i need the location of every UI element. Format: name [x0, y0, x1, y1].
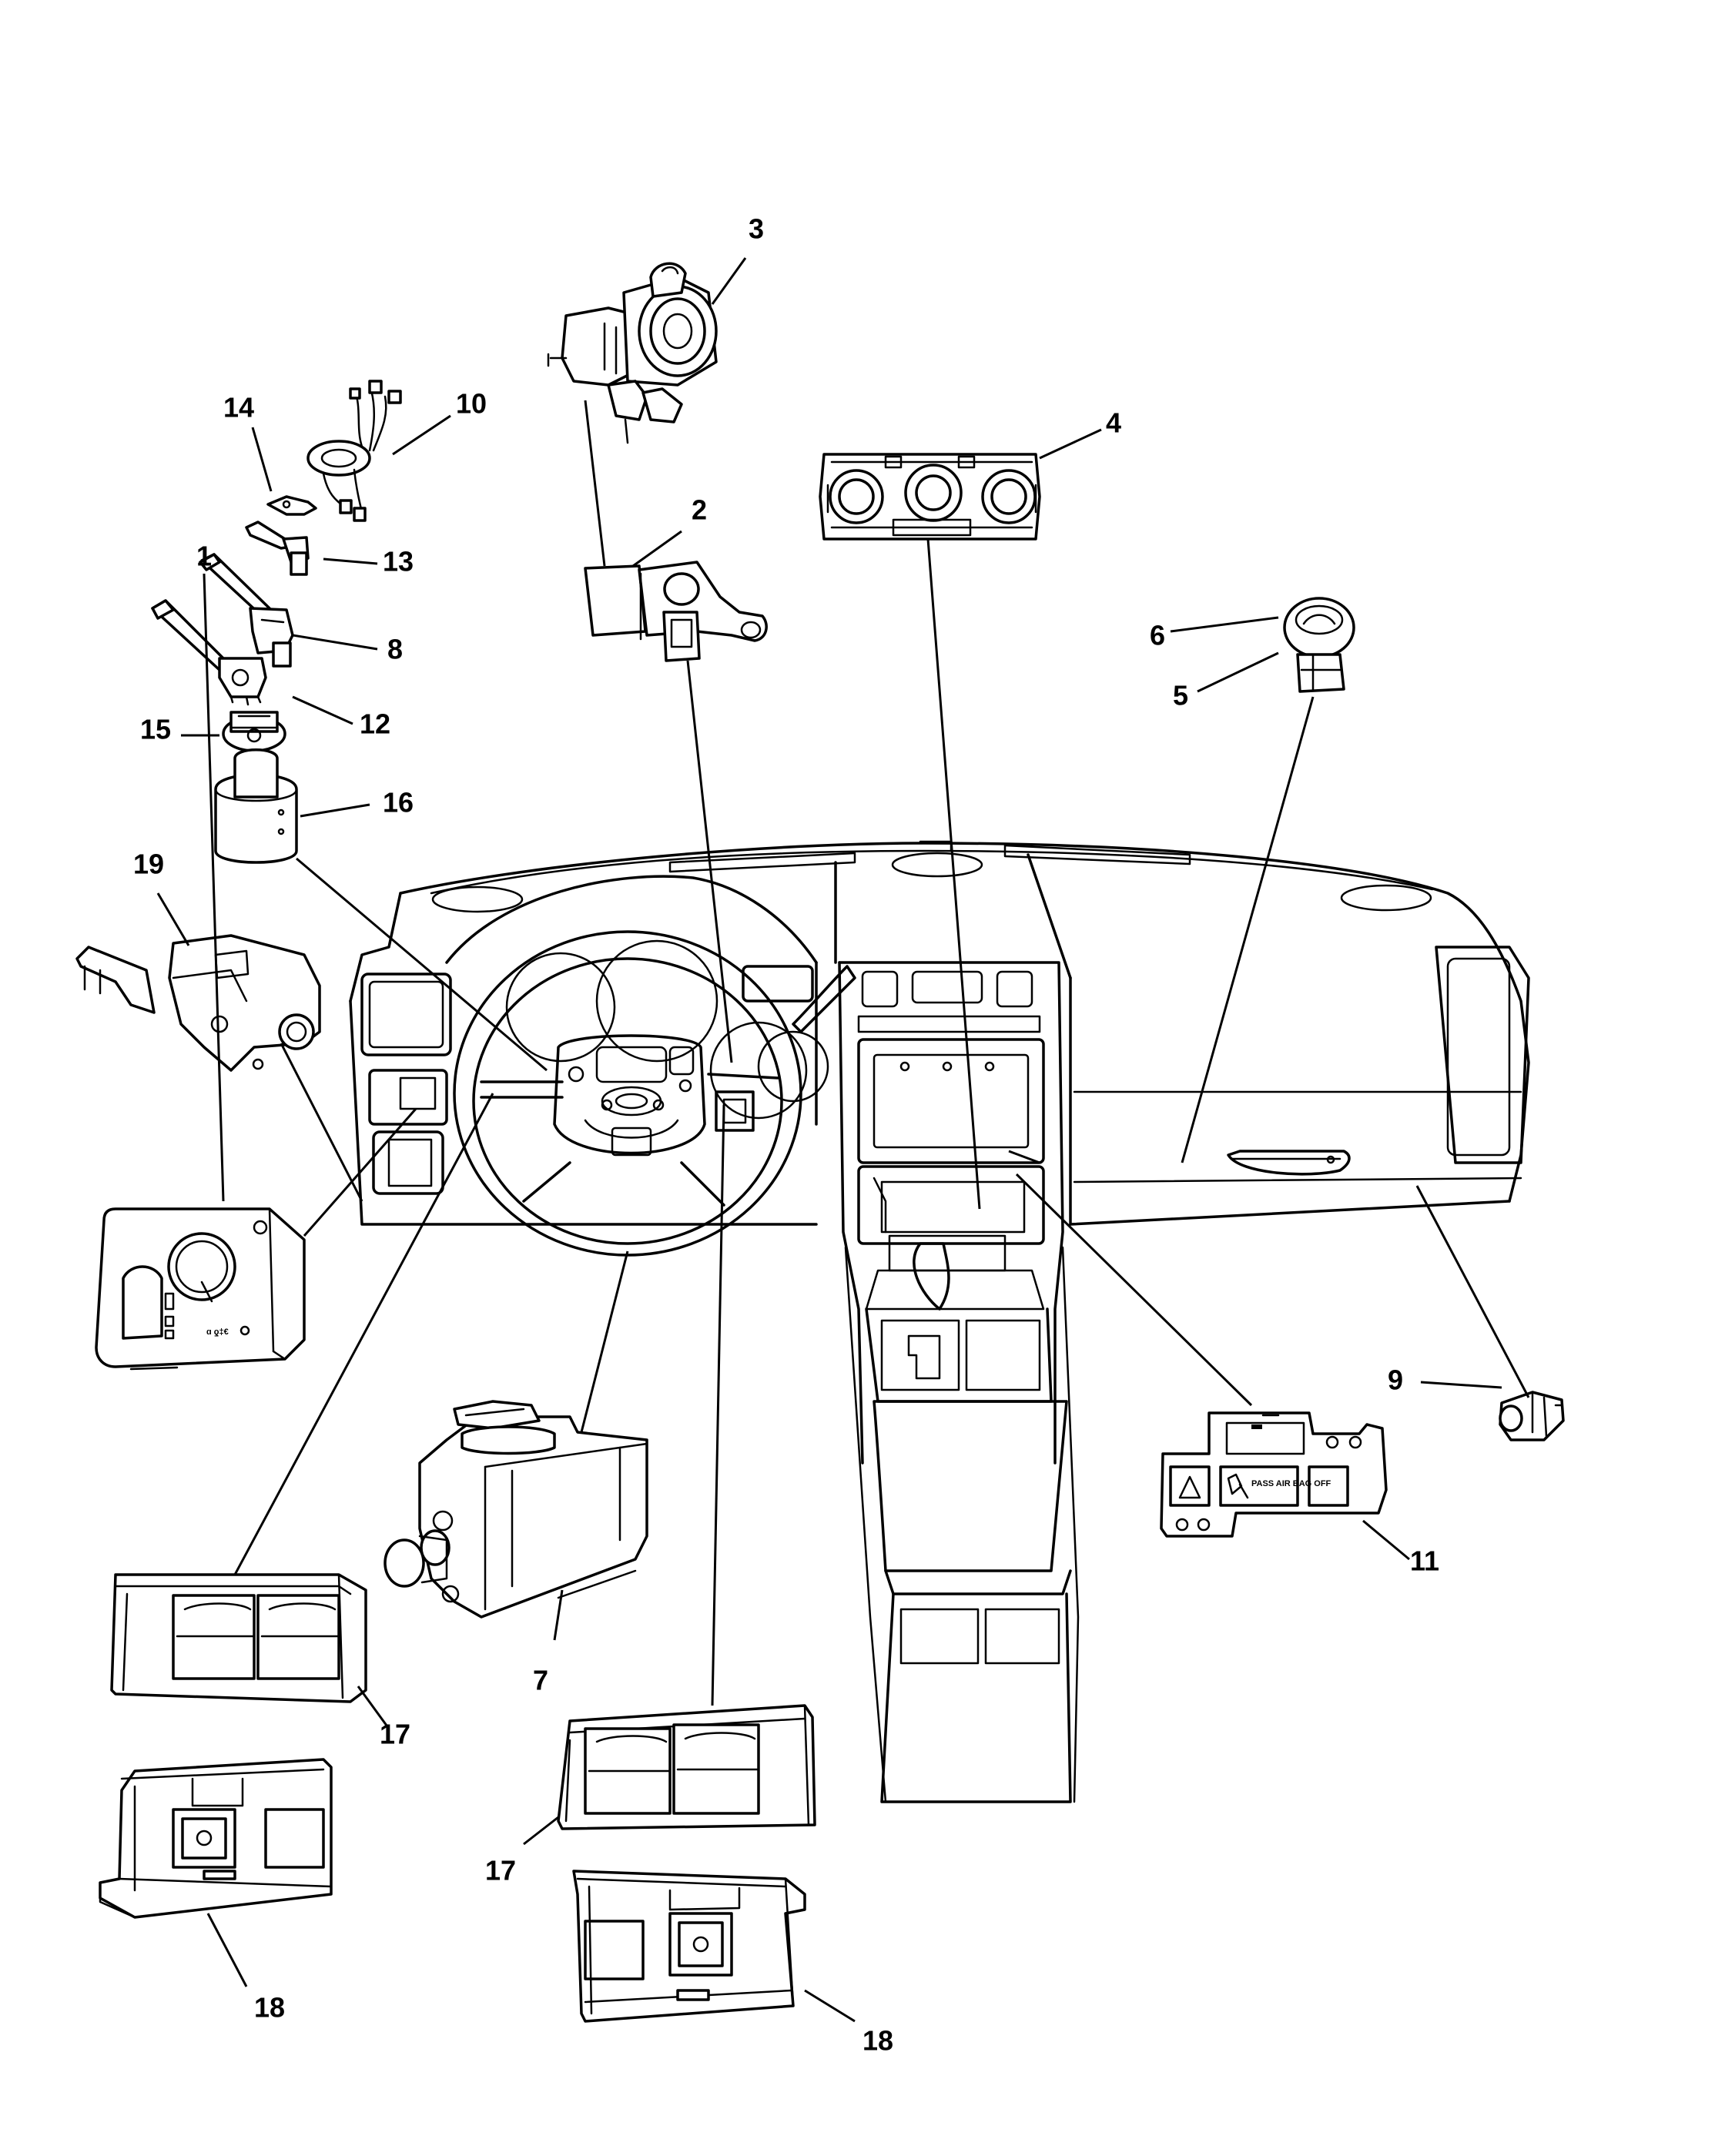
clockspring	[306, 380, 402, 522]
instrument-panel	[349, 840, 1530, 1803]
callout-15: 15	[140, 714, 171, 745]
ignition-switch	[584, 561, 768, 662]
headlamp-switch: ɑ ƍ‡€	[95, 1207, 306, 1371]
clip	[266, 495, 317, 516]
small-lever-switch	[245, 521, 310, 576]
callout-16: 16	[383, 787, 414, 819]
switch-bezel-button-left	[99, 1758, 333, 1919]
callout-10: 10	[456, 388, 487, 420]
callout-7: 7	[533, 1665, 548, 1696]
push-button-switch	[1283, 597, 1355, 693]
callout-14: 14	[223, 392, 254, 424]
switch-base	[222, 711, 286, 752]
callout-5: 5	[1173, 680, 1188, 711]
leader-lines	[156, 257, 1530, 2023]
callout-11: 11	[1410, 1545, 1439, 1577]
callout-9: 9	[1388, 1364, 1403, 1396]
column-shroud	[214, 748, 298, 864]
callout-12: 12	[360, 708, 390, 740]
accessory-switch	[1499, 1391, 1565, 1441]
callout-3: 3	[749, 213, 764, 245]
callout-1: 1	[196, 541, 212, 572]
ignition-lock-cylinder	[547, 262, 718, 444]
callout-17-right: 17	[485, 1855, 516, 1886]
callout-17-left: 17	[380, 1719, 410, 1750]
callout-8: 8	[387, 634, 403, 665]
wiper-switch	[199, 553, 294, 668]
switch-bezel-button-right	[572, 1870, 806, 2023]
callout-18-right: 18	[862, 2025, 893, 2057]
switch-bezel-left	[110, 1573, 367, 1703]
steering-wheel	[453, 930, 856, 1257]
passenger-airbag-off-label: PASS AIR BAG OFF	[1251, 1479, 1331, 1488]
column-bracket	[75, 934, 321, 1072]
switch-bezel-right	[557, 1704, 816, 1830]
multifunction-switch	[151, 599, 267, 706]
control-module	[384, 1400, 648, 1619]
hazard-airbag-switch-bezel: PASS AIR BAG OFF	[1160, 1411, 1388, 1538]
callout-labels: 1 2 3 4 5 6 7 8 9 10 11 12 13 14 15 16 1…	[133, 213, 1439, 2057]
callout-19: 19	[133, 849, 164, 880]
callout-4: 4	[1106, 407, 1121, 439]
callout-6: 6	[1150, 620, 1165, 651]
callout-2: 2	[692, 494, 707, 526]
callout-13: 13	[383, 546, 414, 578]
svg-text:ɑ ƍ‡€: ɑ ƍ‡€	[206, 1327, 229, 1337]
hvac-control-panel	[819, 453, 1041, 541]
callout-18-left: 18	[254, 1992, 285, 2024]
